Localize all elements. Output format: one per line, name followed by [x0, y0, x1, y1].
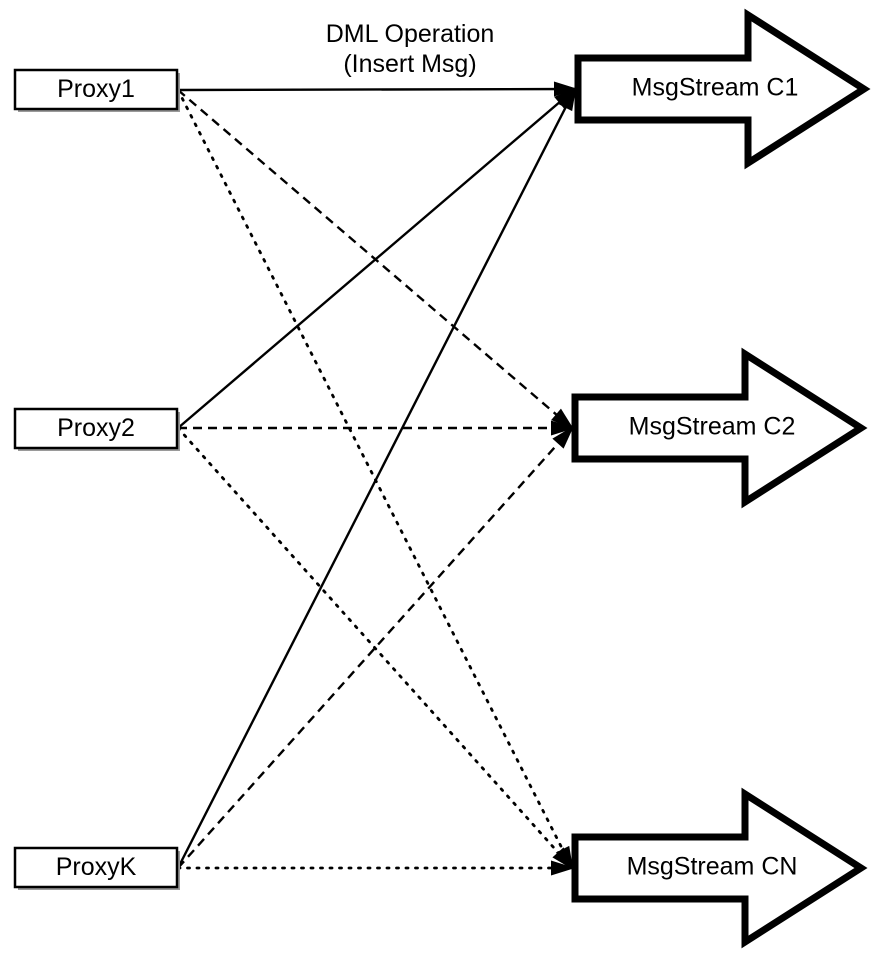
proxy-node-proxy2[interactable]: Proxy2 — [13, 407, 180, 451]
link-p2-cn — [176, 426, 574, 870]
link-p1-c1 — [177, 87, 576, 92]
proxy-label-proxy2: Proxy2 — [57, 414, 135, 442]
link-pk-c2 — [177, 427, 573, 869]
proxy-node-proxy1[interactable]: Proxy1 — [13, 68, 180, 112]
arrowhead-pk-c1 — [558, 86, 577, 112]
stream-label-stream_c2: MsgStream C2 — [629, 413, 796, 441]
edge-caption-line2: (Insert Msg) — [343, 50, 476, 78]
stream-arrow-stream_c2: MsgStream C2 — [571, 347, 868, 509]
proxy-label-proxy1: Proxy1 — [57, 75, 135, 103]
arrowhead-p2-cn — [552, 847, 575, 871]
arrowhead-pk-cn — [551, 860, 575, 876]
stream-label-stream_cn: MsgStream CN — [627, 853, 798, 881]
proxy-label-proxyK: ProxyK — [56, 853, 137, 881]
stream-label-stream_c1: MsgStream C1 — [632, 74, 799, 102]
arrowhead-pk-c2 — [552, 425, 575, 449]
edge-caption: DML Operation (Insert Msg) — [326, 20, 495, 78]
link-p2-c1 — [177, 88, 576, 429]
stream-arrow-shape — [571, 787, 868, 949]
arrowhead-p1-c2 — [551, 408, 575, 430]
link-pk-c1 — [176, 88, 577, 869]
proxy-box[interactable] — [13, 407, 179, 450]
streams-layer: MsgStream C1 MsgStream C2 MsgStream CN — [571, 8, 871, 949]
edge-caption-line1: DML Operation — [326, 20, 495, 48]
arrowheads-layer — [551, 81, 578, 876]
proxy-node-proxyK[interactable]: ProxyK — [13, 846, 180, 890]
links-layer — [176, 87, 577, 870]
arrowhead-p1-c1 — [553, 81, 578, 97]
stream-arrow-shape — [574, 8, 871, 170]
stream-arrow-shape — [571, 347, 868, 509]
stream-arrow-stream_cn: MsgStream CN — [571, 787, 868, 949]
proxy-box[interactable] — [13, 846, 179, 889]
proxy-box[interactable] — [13, 68, 179, 111]
stream-arrow-stream_c1: MsgStream C1 — [574, 8, 871, 170]
arrowhead-p2-c2 — [551, 420, 575, 436]
